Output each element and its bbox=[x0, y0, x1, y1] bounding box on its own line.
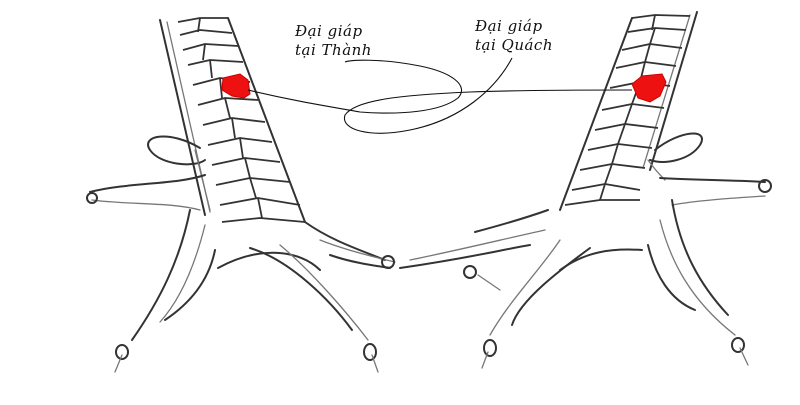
label-quach: Đại giáp tại Quách bbox=[475, 17, 553, 55]
leader-lines bbox=[247, 57, 633, 134]
label-quach-line1: Đại giáp bbox=[475, 17, 543, 35]
label-thanh: Đại giáp tại Thành bbox=[295, 22, 372, 60]
label-thanh-line2: tại Thành bbox=[295, 41, 372, 59]
right-chicken-foot bbox=[399, 11, 772, 369]
left-shank-scales bbox=[177, 17, 306, 223]
right-shank-scales bbox=[564, 14, 691, 206]
label-quach-line2: tại Quách bbox=[475, 36, 553, 54]
right-highlighted-scale bbox=[631, 73, 667, 103]
left-chicken-foot bbox=[86, 17, 396, 373]
label-thanh-line1: Đại giáp bbox=[295, 22, 363, 40]
left-highlighted-scale bbox=[221, 73, 251, 99]
leader-line-quach bbox=[343, 57, 633, 134]
leader-line-thanh bbox=[247, 59, 463, 114]
